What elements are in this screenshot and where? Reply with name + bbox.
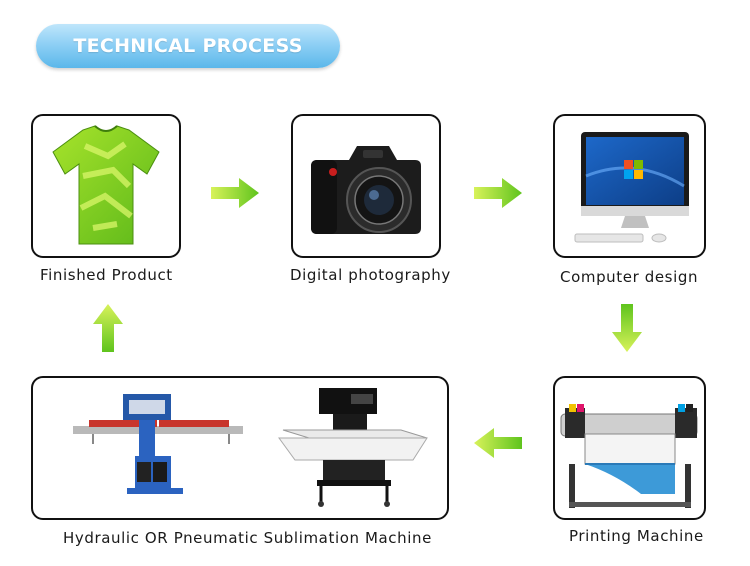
arrow-down-icon [612, 304, 642, 352]
camera-icon [311, 146, 421, 234]
step-label-printing-machine: Printing Machine [569, 527, 704, 545]
computer-icon [574, 132, 689, 243]
step-label-digital-photography: Digital photography [290, 266, 451, 284]
heat-press-icon [73, 388, 428, 507]
arrow-right-icon [211, 178, 259, 208]
arrow-right-icon [474, 178, 522, 208]
step-computer-design-box [553, 114, 706, 258]
step-label-sublimation-machine: Hydraulic OR Pneumatic Sublimation Machi… [63, 529, 432, 547]
step-label-finished-product: Finished Product [40, 266, 173, 284]
step-label-computer-design: Computer design [560, 268, 699, 286]
printer-icon [560, 404, 698, 508]
page-title: TECHNICAL PROCESS [73, 35, 303, 57]
step-finished-product-box [31, 114, 181, 258]
step-digital-photography-box [291, 114, 441, 258]
step-printing-machine-box [553, 376, 706, 520]
step-sublimation-machine-box [31, 376, 449, 520]
title-banner: TECHNICAL PROCESS [36, 24, 340, 68]
tshirt-icon [52, 125, 160, 245]
arrow-left-icon [474, 428, 522, 458]
arrow-up-icon [93, 304, 123, 352]
